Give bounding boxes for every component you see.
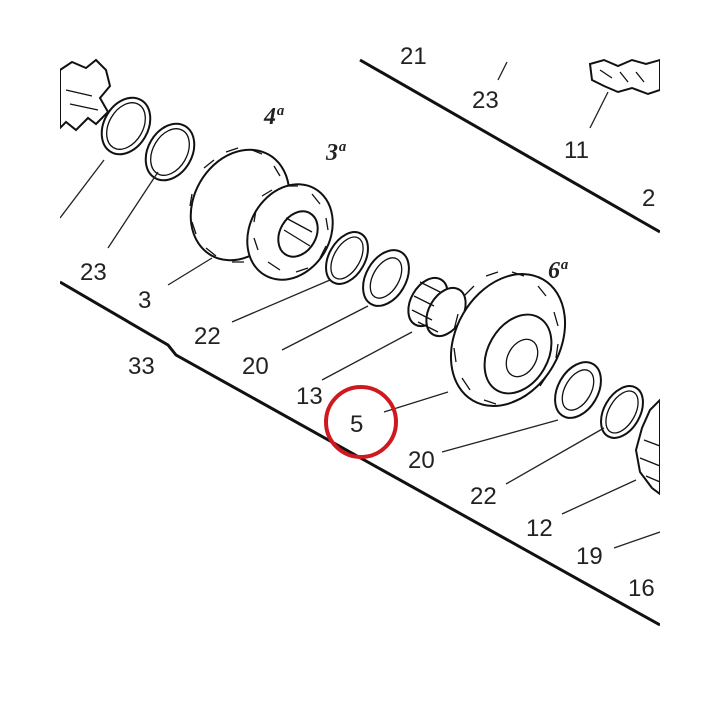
washer-20-b (554, 361, 602, 419)
label-22-b: 22 (470, 483, 497, 510)
label-23-top: 23 (472, 87, 499, 114)
gear-ordinal-marks: 4ª 3ª 6ª (263, 104, 568, 284)
ring-22-a (325, 231, 369, 285)
label-11: 11 (564, 137, 589, 164)
label-23-left: 23 (80, 259, 107, 286)
gear-mark-4: 4ª (263, 104, 284, 130)
snap-ring-23-b (144, 122, 196, 182)
leader-lines (60, 61, 660, 549)
gear-11-partial (588, 58, 660, 96)
label-22-a: 22 (194, 323, 221, 350)
washer-20-a (362, 249, 410, 307)
label-33: 33 (128, 353, 155, 380)
gear-partial-top-left (60, 58, 112, 132)
gear-12-partial (634, 398, 660, 496)
label-2-cut: 2 (642, 185, 655, 212)
gear-3 (189, 147, 334, 281)
label-21: 21 (400, 43, 427, 70)
label-20-a: 20 (242, 353, 269, 380)
highlight-circle (324, 385, 398, 459)
label-12: 12 (526, 515, 553, 542)
ring-22-b (600, 385, 644, 439)
label-13: 13 (296, 383, 323, 410)
snap-ring-23-a (100, 96, 152, 156)
gear-mark-3: 3ª (325, 140, 346, 166)
gear-5 (449, 271, 567, 407)
gear-mark-6: 6ª (548, 258, 568, 284)
label-5: 5 (350, 411, 363, 438)
label-16: 16 (628, 575, 655, 602)
section-frame (60, 58, 660, 627)
part-labels: 21 23 11 2 23 3 22 20 33 13 5 20 22 12 1… (80, 43, 655, 602)
label-20-b: 20 (408, 447, 435, 474)
label-3: 3 (138, 287, 151, 314)
label-19: 19 (576, 543, 603, 570)
